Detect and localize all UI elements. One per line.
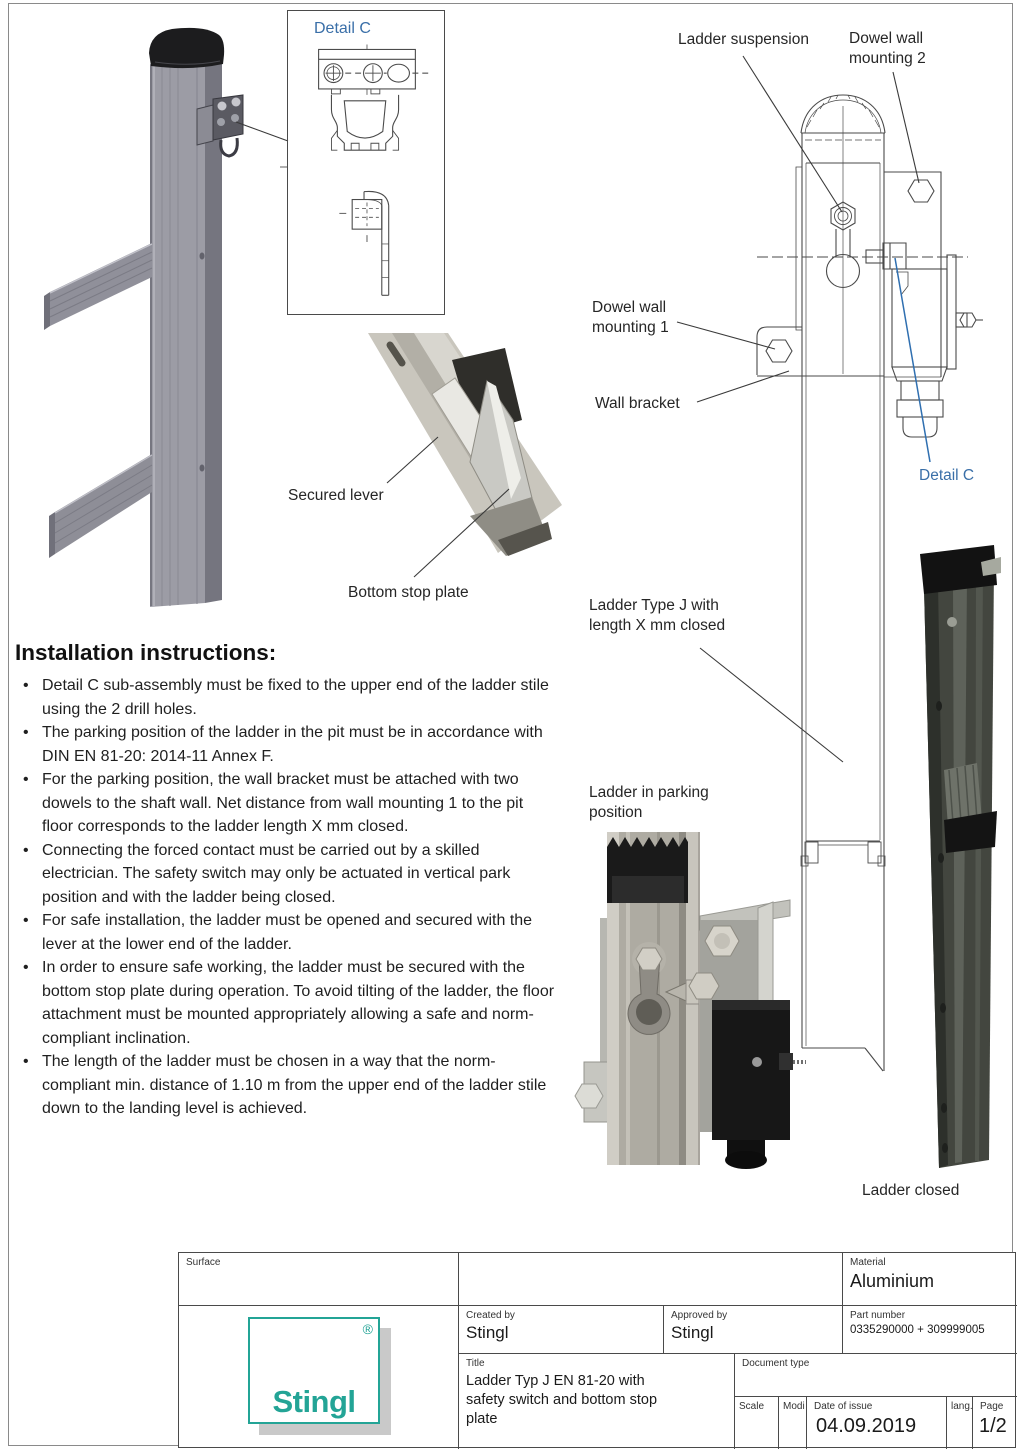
part-number-label: Part number [850, 1310, 906, 1321]
scale-label: Scale [739, 1401, 765, 1412]
detail-c-box: Detail C [287, 10, 445, 315]
date-of-issue-label: Date of issue [814, 1401, 873, 1412]
page-value: 1/2 [979, 1415, 1007, 1437]
label-ladder-type: Ladder Type J with length X mm closed [589, 597, 726, 634]
part-number-value: 0335290000 + 309999005 [850, 1324, 985, 1336]
parking-position-photo [574, 832, 806, 1169]
material-value: Aluminium [850, 1271, 935, 1291]
created-by-value: Stingl [466, 1323, 509, 1342]
empty-cell [458, 1253, 842, 1305]
label-secured-lever: Secured lever [288, 487, 384, 504]
detail-c-drawing [318, 44, 429, 296]
page-label: Page [980, 1401, 1004, 1412]
date-of-issue-cell: Date of issue 04.09.2019 [806, 1396, 946, 1449]
leader-wall-bracket [696, 370, 790, 403]
instruction-item: Detail C sub-assembly must be fixed to t… [16, 674, 557, 721]
latch-detail-c-part [196, 94, 244, 158]
approved-by-cell: Approved by Stingl [663, 1305, 842, 1353]
detail-c-title: Detail C [314, 20, 371, 37]
date-of-issue-value: 04.09.2019 [816, 1415, 917, 1437]
lang-label: lang. [951, 1401, 973, 1412]
label-wall-bracket: Wall bracket [595, 395, 680, 412]
created-by-label: Created by [466, 1310, 515, 1321]
ladder-closed-photo [920, 545, 1001, 1168]
label-ladder-closed: Ladder closed [862, 1182, 960, 1199]
instruction-item: The parking position of the ladder in th… [16, 721, 557, 768]
instruction-item: For the parking position, the wall brack… [16, 768, 557, 839]
approved-by-label: Approved by [671, 1310, 728, 1321]
title-block: Surface Material Aluminium ® Stingl Crea… [178, 1252, 1017, 1449]
label-ladder-suspension: Ladder suspension [678, 31, 809, 48]
label-dowel-wall-mounting-2: Dowel wall mounting 2 [849, 30, 926, 67]
instruction-item: In order to ensure safe working, the lad… [16, 956, 557, 1050]
leader-dowel-1 [676, 321, 776, 350]
modi-cell: Modi [778, 1396, 806, 1449]
secured-lever-photo [368, 333, 562, 556]
leader-latch-to-detail-c [235, 121, 289, 142]
leader-secured-lever [386, 436, 439, 484]
leader-dowel-2 [892, 71, 920, 184]
part-number-cell: Part number 0335290000 + 309999005 [842, 1305, 1017, 1353]
document-type-cell: Document type [734, 1353, 1017, 1396]
created-by-cell: Created by Stingl [458, 1305, 663, 1353]
label-bottom-stop-plate: Bottom stop plate [348, 584, 469, 601]
modi-label: Modi [783, 1401, 805, 1412]
label-ladder-parking: Ladder in parking position [589, 784, 709, 821]
surface-cell: Surface [179, 1253, 458, 1305]
elevation-drawing [756, 94, 983, 1072]
title-cell: Title Ladder Typ J EN 81-20 with safety … [458, 1353, 734, 1449]
scale-cell: Scale [734, 1396, 778, 1449]
registered-mark: ® [362, 1321, 373, 1337]
surface-label: Surface [186, 1257, 221, 1268]
ladder-3d-render [44, 27, 244, 607]
approved-by-value: Stingl [671, 1323, 714, 1342]
instruction-item: Connecting the forced contact must be ca… [16, 839, 557, 910]
leader-ladder-suspension [742, 55, 843, 213]
instruction-item: For safe installation, the ladder must b… [16, 909, 557, 956]
instructions-heading: Installation instructions: [15, 640, 277, 665]
leader-detail-c-blue [894, 257, 931, 463]
label-detail-c-ref: Detail C [919, 467, 975, 484]
document-title: Ladder Typ J EN 81-20 with safety switch… [466, 1373, 658, 1427]
instruction-item: The length of the ladder must be chosen … [16, 1050, 557, 1121]
page-cell: Page 1/2 [972, 1396, 1017, 1449]
stingl-logo: ® Stingl [248, 1317, 380, 1424]
material-cell: Material Aluminium [842, 1253, 1017, 1305]
label-dowel-wall-mounting-1: Dowel wall mounting 1 [592, 299, 669, 336]
material-label: Material [850, 1257, 886, 1268]
title-label: Title [466, 1358, 485, 1369]
leader-lines [235, 55, 931, 763]
leader-ladder-type [699, 647, 844, 763]
lang-cell: lang. [946, 1396, 973, 1449]
instructions-list: Detail C sub-assembly must be fixed to t… [16, 674, 557, 1121]
document-type-label: Document type [742, 1358, 810, 1369]
logo-cell: ® Stingl [179, 1305, 458, 1449]
leader-bottom-stop-plate [413, 488, 510, 578]
logo-text: Stingl [272, 1384, 356, 1419]
